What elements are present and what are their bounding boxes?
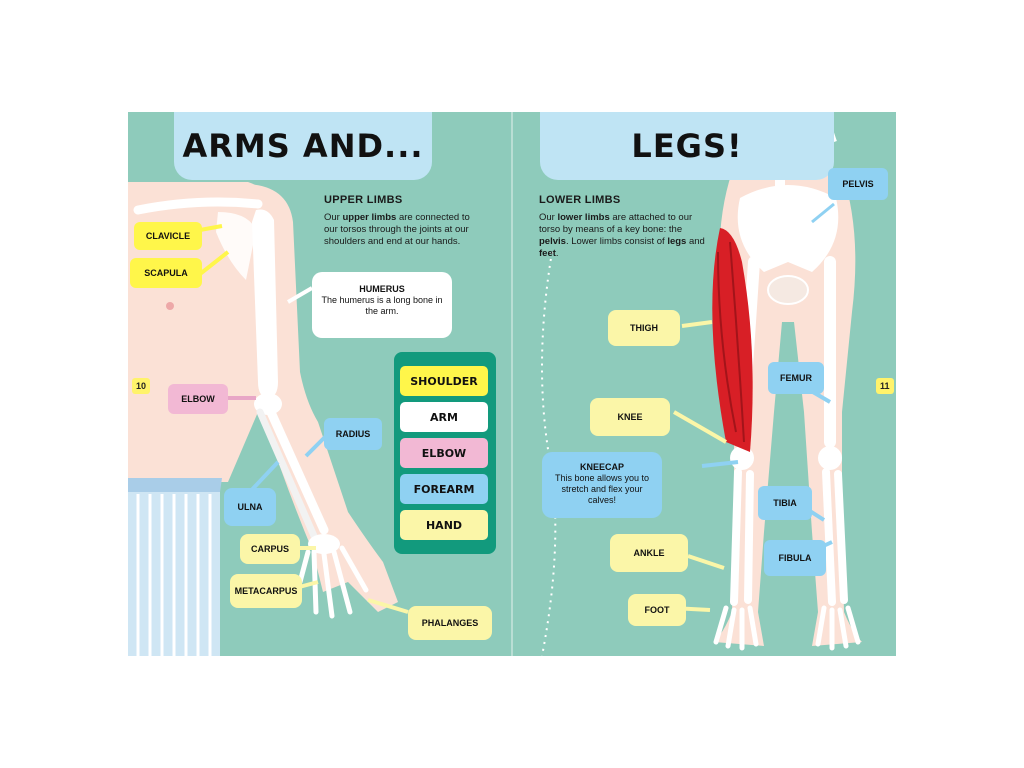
page-number-right: 11 — [876, 378, 894, 394]
label-radius: RADIUS — [324, 418, 382, 450]
right-title-tab: LEGS! — [540, 112, 834, 180]
kneecap-title: KNEECAP — [579, 462, 624, 472]
legend-arm: ARM — [400, 402, 488, 432]
intro-text-bold: legs — [667, 236, 687, 247]
legend-hand: HAND — [400, 510, 488, 540]
book-gutter — [511, 112, 513, 656]
label-ulna: ULNA — [224, 488, 276, 526]
intro-text-part: . Lower limbs consist of — [565, 236, 668, 247]
kneecap-text: This bone allows you to stretch and flex… — [554, 473, 650, 505]
label-ankle: ANKLE — [610, 534, 688, 572]
label-foot: FOOT — [628, 594, 686, 626]
label-tibia: TIBIA — [758, 486, 812, 520]
humerus-title: HUMERUS — [359, 284, 405, 294]
label-metacarpus: METACARPUS — [230, 574, 302, 608]
skeleton-leg-illustration — [541, 112, 862, 656]
legend-shoulder: SHOULDER — [400, 366, 488, 396]
left-page: ARMS AND... UPPER LIMBS Our upper limbs … — [128, 112, 512, 656]
intro-text-part: . — [555, 248, 559, 259]
upper-limbs-intro: UPPER LIMBS Our upper limbs are connecte… — [324, 194, 474, 248]
label-carpus: CARPUS — [240, 534, 300, 564]
label-pelvis: PELVIS — [828, 168, 888, 200]
intro-text-part: Our — [539, 212, 558, 223]
intro-text-bold: lower limbs — [557, 212, 610, 223]
label-scapula: SCAPULA — [130, 258, 202, 288]
label-elbow: ELBOW — [168, 384, 228, 414]
thigh-muscle-illustration — [712, 228, 753, 452]
legend-forearm: FOREARM — [400, 474, 488, 504]
left-title-tab: ARMS AND... — [174, 112, 432, 180]
label-femur: FEMUR — [768, 362, 824, 394]
intro-text-part: and — [686, 236, 705, 247]
humerus-callout: HUMERUS The humerus is a long bone in th… — [312, 272, 452, 338]
label-phalanges: PHALANGES — [408, 606, 492, 640]
lower-limbs-heading: LOWER LIMBS — [539, 194, 621, 206]
page-title-right: LEGS! — [631, 127, 743, 165]
label-clavicle: CLAVICLE — [134, 222, 202, 250]
intro-text-part: are attached to our torso by means of a … — [539, 212, 693, 235]
intro-text-bold: feet — [539, 248, 556, 259]
lower-limbs-text: Our lower limbs are attached to our tors… — [539, 212, 709, 260]
label-fibula: FIBULA — [764, 540, 826, 576]
lower-limbs-intro: LOWER LIMBS Our lower limbs are attached… — [539, 194, 709, 260]
body-parts-legend: SHOULDER ARM ELBOW FOREARM HAND — [394, 352, 496, 554]
upper-limbs-text: Our upper limbs are connected to our tor… — [324, 212, 474, 248]
kneecap-callout: KNEECAP This bone allows you to stretch … — [542, 452, 662, 518]
intro-text-bold: upper limbs — [342, 212, 397, 223]
legend-elbow: ELBOW — [400, 438, 488, 468]
label-knee: KNEE — [590, 398, 670, 436]
intro-text-part: are connected to our torsos through the … — [324, 212, 470, 247]
page-title-left: ARMS AND... — [182, 127, 424, 165]
intro-text-bold: pelvis — [539, 236, 566, 247]
right-page: LEGS! LOWER LIMBS Our lower limbs are at… — [512, 112, 896, 656]
intro-text-part: Our — [324, 212, 343, 223]
book-spread: ARMS AND... UPPER LIMBS Our upper limbs … — [128, 112, 896, 656]
label-thigh: THIGH — [608, 310, 680, 346]
upper-limbs-heading: UPPER LIMBS — [324, 194, 403, 206]
page-number-left: 10 — [132, 378, 151, 394]
humerus-text: The humerus is a long bone in the arm. — [321, 295, 443, 316]
